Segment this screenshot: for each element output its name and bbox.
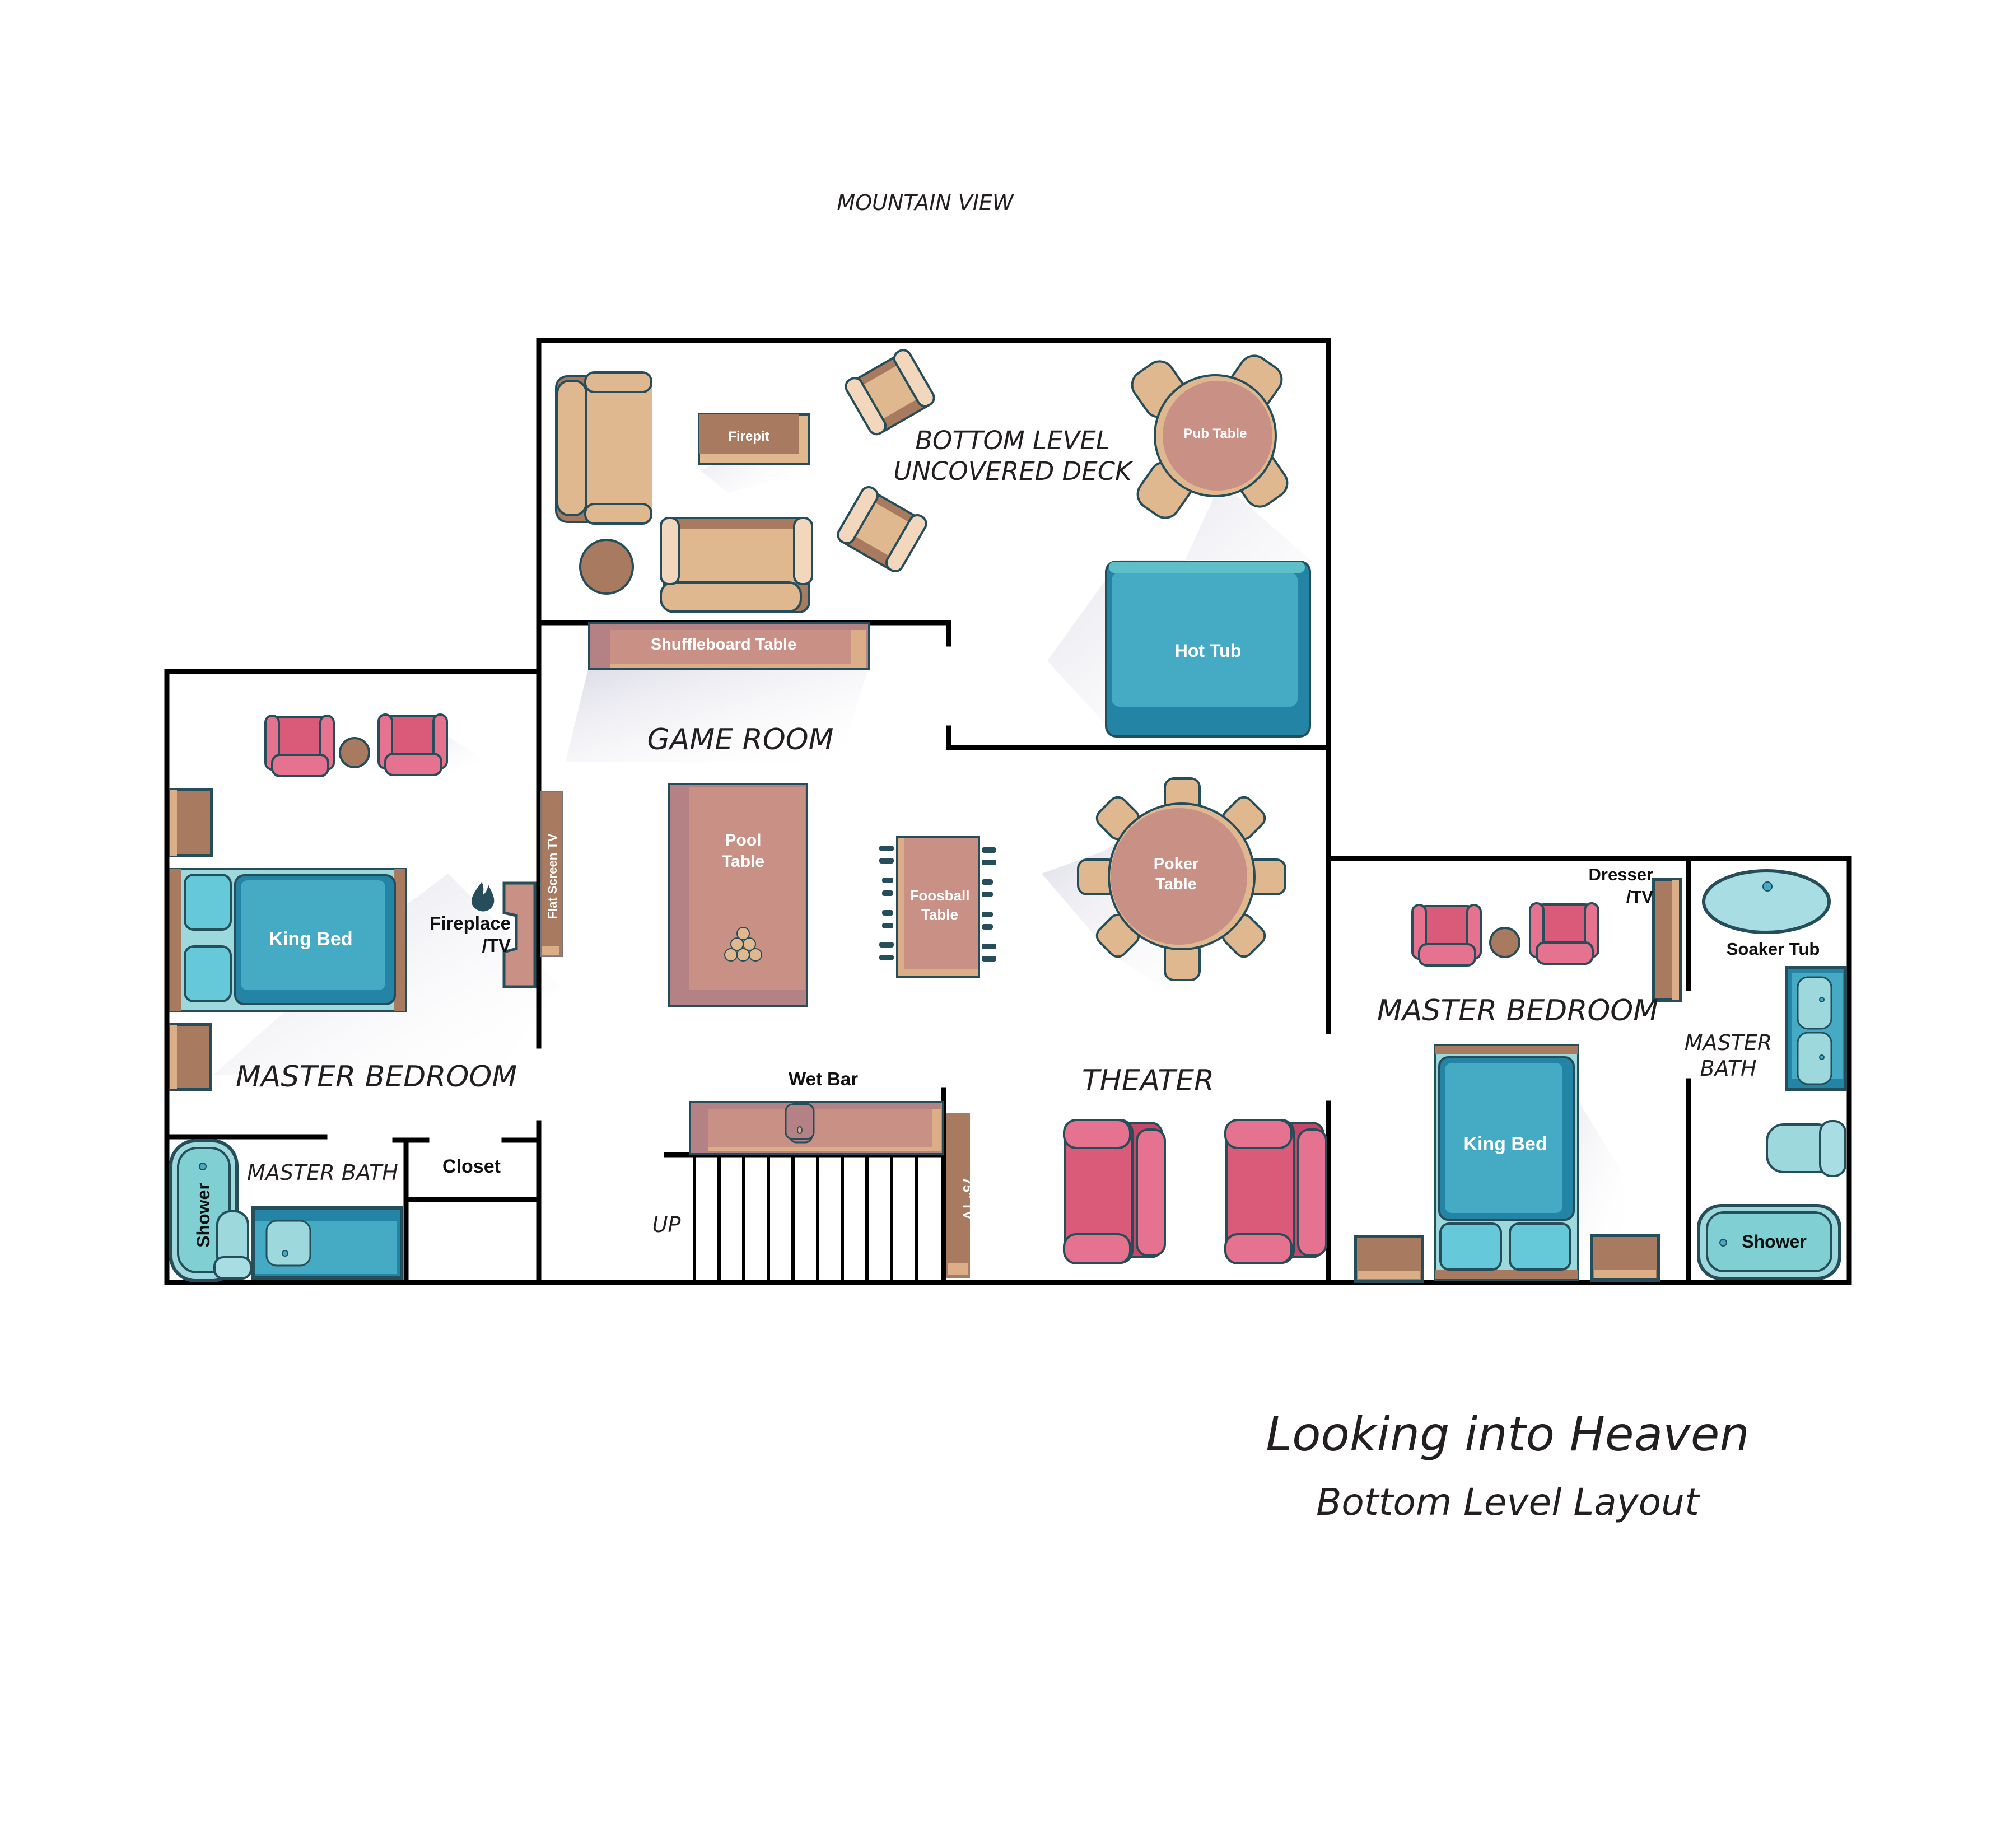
- hot-tub-label: Hot Tub: [1175, 641, 1241, 661]
- wet-bar-label: Wet Bar: [789, 1068, 858, 1089]
- foosball-table: Foosball Table: [879, 836, 996, 978]
- poker-table: Poker Table: [1077, 777, 1286, 981]
- flat-screen-tv: Flat Screen TV: [540, 791, 563, 957]
- shuffleboard-label: Shuffleboard Table: [651, 636, 796, 654]
- right-king-bed-label: King Bed: [1463, 1133, 1547, 1155]
- poker-label-2: Table: [1155, 875, 1197, 893]
- poker-label-1: Poker: [1154, 855, 1199, 873]
- pool-label-2: Table: [722, 852, 764, 871]
- right-shower: Shower: [1697, 1204, 1841, 1280]
- left-fireplace: Fireplace /TV: [430, 881, 537, 988]
- left-vanity: [251, 1206, 403, 1280]
- plan-subtitle: Bottom Level Layout: [1316, 1481, 1700, 1524]
- deck-armchair-top: [845, 349, 935, 436]
- deck-label-1: BOTTOM LEVEL: [915, 426, 1110, 455]
- foosball-label-1: Foosball: [910, 887, 970, 904]
- hot-tub: Hot Tub: [1105, 561, 1311, 738]
- fireplace-label-1: Fireplace: [430, 913, 511, 934]
- billiard-balls-icon: [724, 927, 762, 962]
- left-nightstand-1: [169, 788, 213, 857]
- pub-table-label: Pub Table: [1184, 426, 1247, 441]
- right-master-bath-label-1: MASTER: [1685, 1030, 1773, 1055]
- left-king-bed-label: King Bed: [269, 928, 352, 950]
- left-king-bed: King Bed: [169, 868, 407, 1012]
- left-nightstand-2: [169, 1023, 212, 1091]
- walls: [164, 338, 1852, 1285]
- right-toilet: [1766, 1120, 1846, 1177]
- pool-label-1: Pool: [725, 831, 762, 850]
- plan-title: Looking into Heaven: [1266, 1407, 1749, 1462]
- left-shower-label: Shower: [193, 1183, 213, 1248]
- left-armchair-1: [264, 715, 335, 777]
- right-double-vanity: [1785, 966, 1847, 1091]
- game-room-label: GAME ROOM: [647, 723, 834, 757]
- left-master-bath-label: MASTER BATH: [247, 1160, 398, 1185]
- deck-sofa-left: [555, 371, 652, 525]
- right-armchair-1: [1411, 904, 1482, 967]
- soaker-tub: Soaker Tub: [1702, 869, 1831, 959]
- dresser-label-1: Dresser: [1589, 865, 1653, 884]
- deck-armchair-bottom: [837, 486, 927, 573]
- firepit: Firepit: [698, 413, 810, 465]
- shuffleboard-table: Shuffleboard Table: [588, 622, 870, 670]
- deck-label-2: UNCOVERED DECK: [893, 456, 1134, 486]
- fire-icon: [471, 882, 495, 912]
- left-side-table: [339, 737, 370, 768]
- left-toilet: [213, 1210, 252, 1280]
- right-dresser-tv: Dresser /TV: [1589, 865, 1682, 1002]
- theater-label: THEATER: [1082, 1064, 1214, 1098]
- soaker-tub-label: Soaker Tub: [1727, 939, 1820, 959]
- stairs-up-label: UP: [652, 1212, 681, 1237]
- tv-75: 75" TV: [946, 1113, 975, 1278]
- left-master-bedroom-label: MASTER BEDROOM: [236, 1060, 517, 1094]
- right-master-bath-label-2: BATH: [1700, 1056, 1756, 1081]
- pub-table: Pub Table: [1131, 354, 1289, 519]
- right-shower-label: Shower: [1742, 1231, 1807, 1252]
- theater-recliner-1: [1063, 1119, 1166, 1264]
- theater-recliner-2: [1224, 1119, 1327, 1264]
- fireplace-label-2: /TV: [482, 935, 511, 956]
- right-side-table: [1489, 927, 1520, 958]
- firepit-label: Firepit: [728, 429, 769, 444]
- dresser-label-2: /TV: [1626, 887, 1654, 907]
- orientation-label: MOUNTAIN VIEW: [837, 190, 1014, 215]
- right-armchair-2: [1529, 902, 1599, 965]
- right-nightstand-2: [1590, 1234, 1660, 1282]
- right-king-bed: King Bed: [1434, 1044, 1579, 1281]
- left-armchair-2: [377, 713, 448, 776]
- deck-sofa-bottom: [660, 517, 813, 613]
- deck-side-table: [579, 539, 634, 595]
- tv75-label: 75" TV: [960, 1177, 975, 1219]
- foosball-label-2: Table: [921, 906, 958, 923]
- closet-label: Closet: [442, 1156, 501, 1177]
- wet-bar: [689, 1101, 944, 1155]
- stairs: [693, 1157, 918, 1282]
- right-master-bedroom-label: MASTER BEDROOM: [1377, 994, 1658, 1028]
- flat-tv-label: Flat Screen TV: [545, 833, 559, 919]
- room-labels: BOTTOM LEVEL UNCOVERED DECK GAME ROOM TH…: [236, 426, 1772, 1237]
- pool-table: Pool Table: [668, 783, 808, 1007]
- right-nightstand-1: [1354, 1235, 1424, 1283]
